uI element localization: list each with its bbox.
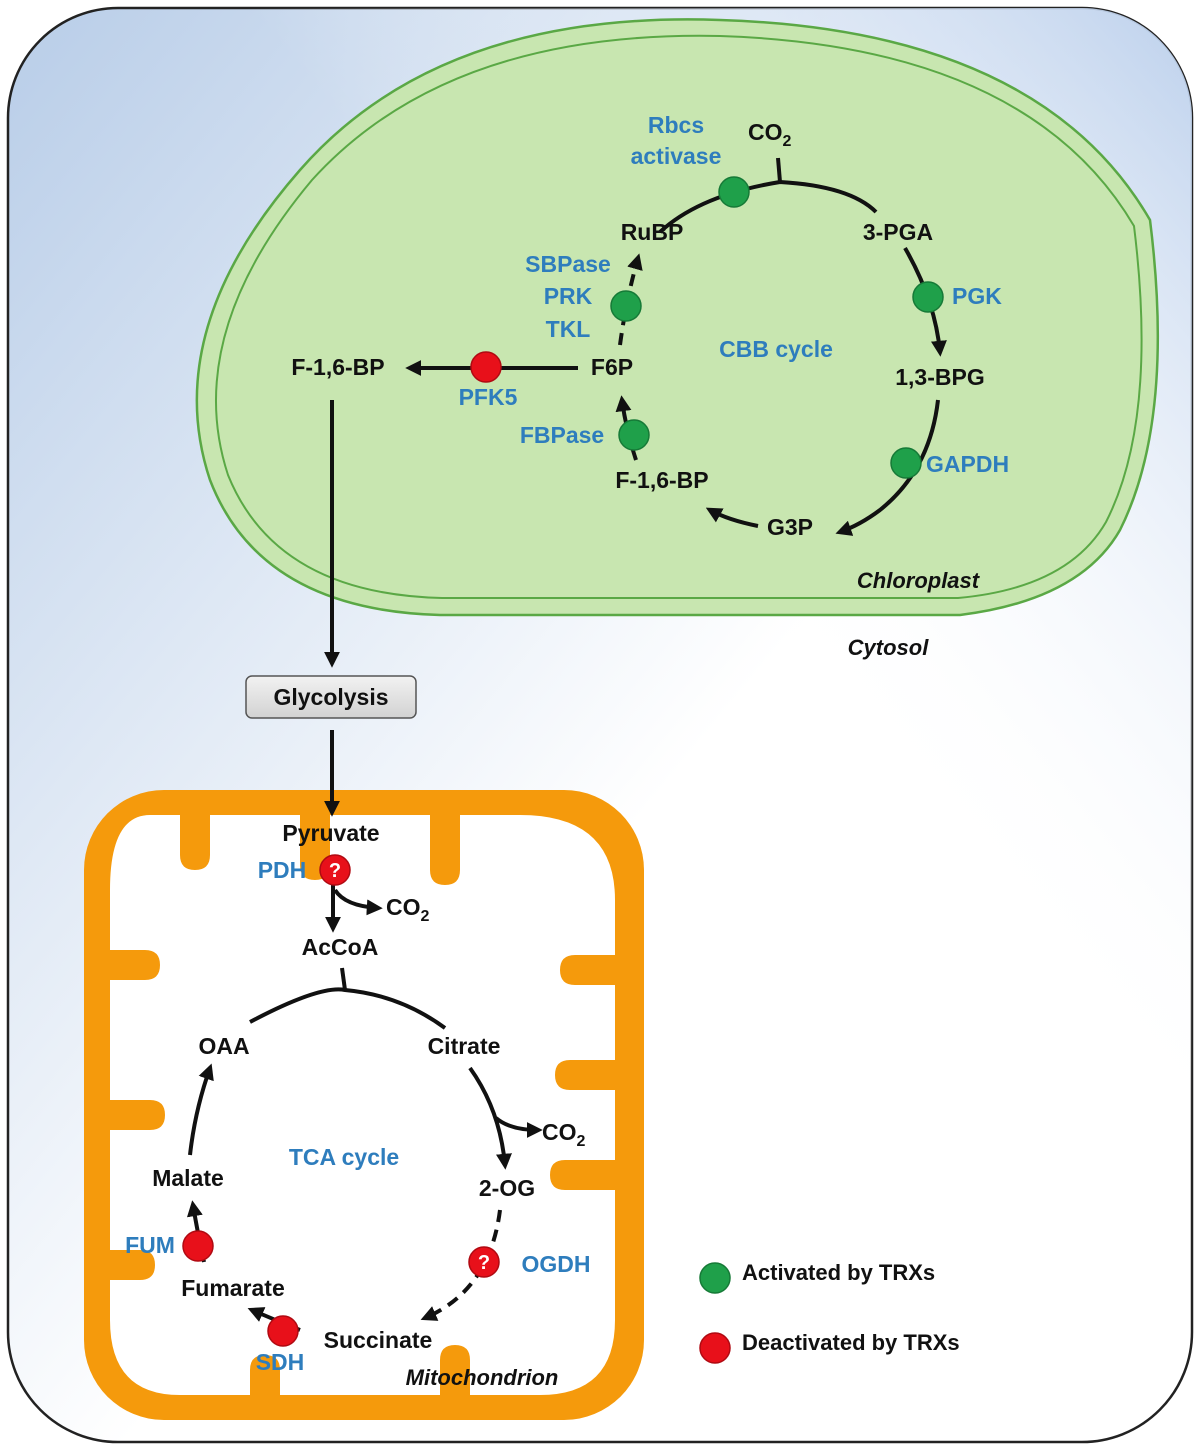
f6p-label: F6P bbox=[591, 354, 633, 380]
legend-deactivated-dot bbox=[699, 1332, 731, 1364]
rubp-label: RuBP bbox=[621, 219, 684, 245]
cbb-fbp-label: F-1,6-BP bbox=[615, 467, 708, 493]
tca-cycle-label: TCA cycle bbox=[289, 1144, 399, 1170]
cytosol-label: Cytosol bbox=[848, 635, 930, 660]
pfk5-label: PFK5 bbox=[459, 384, 518, 410]
pdh-dot bbox=[319, 854, 351, 886]
cbb-cycle-label: CBB cycle bbox=[719, 336, 833, 362]
sdh-dot bbox=[267, 1315, 299, 1347]
citrate-co2-label: CO2 bbox=[542, 1119, 586, 1150]
legend-activated-dot bbox=[699, 1262, 731, 1294]
pgk-label: PGK bbox=[952, 283, 1002, 309]
tkl-label: TKL bbox=[546, 316, 591, 342]
tca-labels: Pyruvate AcCoA CO2 OAA Citrate CO2 2-OG … bbox=[125, 820, 590, 1375]
ogdh-question-mark: ? bbox=[478, 1252, 490, 1274]
malate-label: Malate bbox=[152, 1165, 224, 1191]
mitochondrion-label: Mitochondrion bbox=[406, 1365, 559, 1390]
gapdh-dot bbox=[890, 447, 922, 479]
chloroplast-label: Chloroplast bbox=[857, 568, 981, 593]
3-pga-label: 3-PGA bbox=[863, 219, 933, 245]
legend-activated-label: Activated by TRXs bbox=[742, 1260, 935, 1285]
pdh-label: PDH bbox=[258, 857, 307, 883]
citrate-label: Citrate bbox=[428, 1033, 501, 1059]
glycolysis-box: Glycolysis bbox=[245, 675, 417, 719]
legend: Activated by TRXs Deactivated by TRXs bbox=[699, 1260, 960, 1364]
compartment-labels: Chloroplast Cytosol Mitochondrion bbox=[406, 568, 981, 1390]
mitochondrion bbox=[84, 790, 644, 1420]
succinate-label: Succinate bbox=[324, 1327, 433, 1353]
sbpase-prk-tkl-dot bbox=[610, 290, 642, 322]
pdh-co2-label: CO2 bbox=[386, 894, 430, 925]
pyruvate-label: Pyruvate bbox=[282, 820, 379, 846]
activase-label: activase bbox=[631, 143, 722, 169]
pfk5-dot bbox=[470, 351, 502, 383]
glycolysis-label: Glycolysis bbox=[273, 684, 388, 710]
rbcs-activase-dot bbox=[718, 176, 750, 208]
accoa-label: AcCoA bbox=[302, 934, 379, 960]
g3p-label: G3P bbox=[767, 514, 813, 540]
pdh-question-mark: ? bbox=[329, 860, 341, 882]
legend-deactivated-label: Deactivated by TRXs bbox=[742, 1330, 960, 1355]
prk-label: PRK bbox=[544, 283, 593, 309]
2-og-label: 2-OG bbox=[479, 1175, 535, 1201]
cytosol-fbp-label: F-1,6-BP bbox=[291, 354, 384, 380]
sbpase-label: SBPase bbox=[525, 251, 611, 277]
oaa-label: OAA bbox=[198, 1033, 249, 1059]
1-3-bpg-label: 1,3-BPG bbox=[895, 364, 984, 390]
enzyme-markers: ? ? bbox=[182, 176, 944, 1347]
rbcs-label: Rbcs bbox=[648, 112, 704, 138]
fum-label: FUM bbox=[125, 1232, 175, 1258]
ogdh-label: OGDH bbox=[522, 1251, 591, 1277]
fum-dot bbox=[182, 1230, 214, 1262]
ogdh-dot bbox=[468, 1246, 500, 1278]
fbpase-dot bbox=[618, 419, 650, 451]
cbb-labels: CO2 3-PGA 1,3-BPG G3P F-1,6-BP F6P RuBP … bbox=[291, 112, 1009, 540]
fumarate-label: Fumarate bbox=[181, 1275, 285, 1301]
cbb-co2-label: CO2 bbox=[748, 119, 792, 150]
gapdh-label: GAPDH bbox=[926, 451, 1009, 477]
fbpase-label: FBPase bbox=[520, 422, 604, 448]
pgk-dot bbox=[912, 281, 944, 313]
sdh-label: SDH bbox=[256, 1349, 305, 1375]
